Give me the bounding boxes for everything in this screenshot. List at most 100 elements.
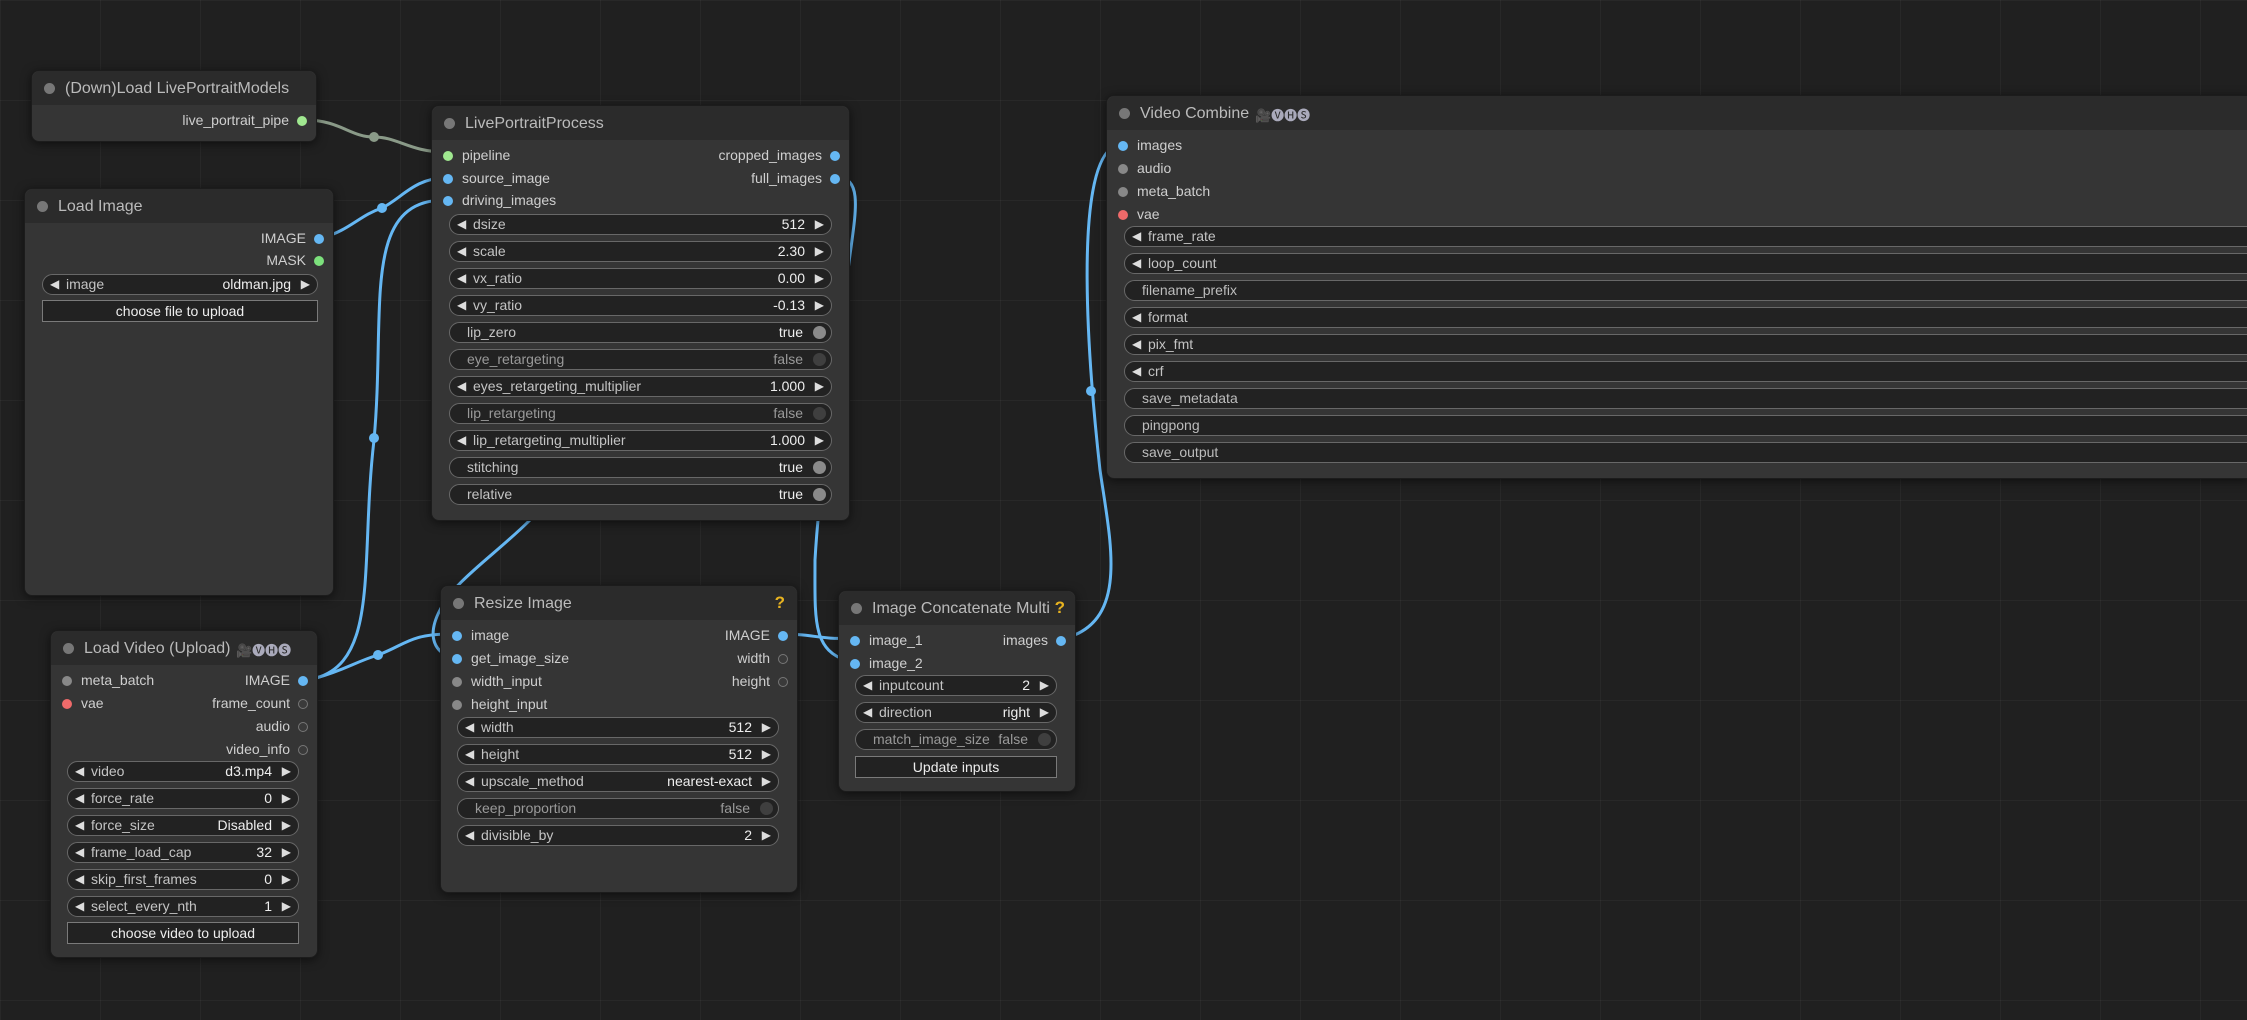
slot-dot-icon[interactable]	[778, 631, 788, 641]
arrow-left-icon[interactable]: ◀	[50, 277, 60, 291]
slot-dot-icon[interactable]	[778, 677, 788, 687]
collapse-dot-icon[interactable]	[37, 201, 48, 212]
arrow-right-icon[interactable]: ▶	[814, 298, 824, 312]
arrow-left-icon[interactable]: ◀	[1132, 256, 1142, 270]
arrow-right-icon[interactable]: ▶	[761, 828, 771, 842]
node-title-bar[interactable]: Load Image	[25, 189, 333, 223]
toggle-keep-proportion[interactable]: keep_proportion false	[457, 798, 779, 819]
slot-dot-icon[interactable]	[1118, 187, 1128, 197]
combo-force-size[interactable]: ◀ force_size Disabled ▶	[67, 815, 299, 836]
slot-dot-icon[interactable]	[298, 699, 308, 709]
slot-dot-icon[interactable]	[443, 174, 453, 184]
slot-dot-icon[interactable]	[830, 151, 840, 161]
node-download-liveportrait-models[interactable]: (Down)Load LivePortraitModels live_portr…	[31, 70, 317, 142]
arrow-left-icon[interactable]: ◀	[1132, 364, 1142, 378]
slot-dot-icon[interactable]	[298, 722, 308, 732]
collapse-dot-icon[interactable]	[63, 643, 74, 654]
collapse-dot-icon[interactable]	[851, 603, 862, 614]
number-select-every-nth[interactable]: ◀ select_every_nth 1 ▶	[67, 896, 299, 917]
arrow-left-icon[interactable]: ◀	[457, 298, 467, 312]
reroute-dot[interactable]	[369, 132, 379, 142]
number-loop-count[interactable]: ◀ loop_count	[1124, 253, 2247, 274]
slot-dot-icon[interactable]	[850, 636, 860, 646]
reroute-dot[interactable]	[373, 650, 383, 660]
toggle-knob-icon[interactable]	[760, 802, 773, 815]
combo-pix-fmt[interactable]: ◀ pix_fmt	[1124, 334, 2247, 355]
combo-video[interactable]: ◀ video d3.mp4 ▶	[67, 761, 299, 782]
slot-dot-icon[interactable]	[443, 196, 453, 206]
number-height[interactable]: ◀ height 512 ▶	[457, 744, 779, 765]
slot-dot-icon[interactable]	[1118, 210, 1128, 220]
arrow-left-icon[interactable]: ◀	[863, 678, 873, 692]
node-title-bar[interactable]: Image Concatenate Multi ?	[839, 591, 1075, 625]
slot-dot-icon[interactable]	[452, 677, 462, 687]
number-force-rate[interactable]: ◀ force_rate 0 ▶	[67, 788, 299, 809]
slot-dot-icon[interactable]	[1118, 141, 1128, 151]
reroute-dot[interactable]	[369, 433, 379, 443]
arrow-left-icon[interactable]: ◀	[75, 791, 85, 805]
slot-dot-icon[interactable]	[1056, 636, 1066, 646]
arrow-left-icon[interactable]: ◀	[75, 872, 85, 886]
arrow-right-icon[interactable]: ▶	[281, 791, 291, 805]
arrow-left-icon[interactable]: ◀	[75, 899, 85, 913]
node-title-bar[interactable]: Video Combine 🎥🅥🅗🅢	[1107, 96, 2247, 130]
slot-dot-icon[interactable]	[830, 174, 840, 184]
arrow-left-icon[interactable]: ◀	[465, 828, 475, 842]
help-icon[interactable]: ?	[774, 593, 785, 612]
number-width[interactable]: ◀ width 512 ▶	[457, 717, 779, 738]
reroute-dot[interactable]	[1086, 386, 1096, 396]
collapse-dot-icon[interactable]	[453, 598, 464, 609]
toggle-knob-icon[interactable]	[813, 461, 826, 474]
arrow-left-icon[interactable]: ◀	[75, 845, 85, 859]
toggle-relative[interactable]: relative true	[449, 484, 832, 505]
number-skip-first-frames[interactable]: ◀ skip_first_frames 0 ▶	[67, 869, 299, 890]
slot-dot-icon[interactable]	[850, 659, 860, 669]
arrow-left-icon[interactable]: ◀	[457, 271, 467, 285]
node-title-bar[interactable]: Load Video (Upload) 🎥🅥🅗🅢	[51, 631, 317, 665]
arrow-right-icon[interactable]: ▶	[814, 217, 824, 231]
node-resize-image[interactable]: Resize Image ? image get_image_size widt…	[440, 585, 798, 893]
node-load-video-upload[interactable]: Load Video (Upload) 🎥🅥🅗🅢 meta_batch vae …	[50, 630, 318, 958]
text-filename-prefix[interactable]: filename_prefix	[1124, 280, 2247, 301]
toggle-save-output[interactable]: save_output	[1124, 442, 2247, 463]
arrow-right-icon[interactable]: ▶	[1039, 678, 1049, 692]
number-lip-retargeting-multiplier[interactable]: ◀ lip_retargeting_multiplier 1.000 ▶	[449, 430, 832, 451]
number-scale[interactable]: ◀ scale 2.30 ▶	[449, 241, 832, 262]
arrow-left-icon[interactable]: ◀	[863, 705, 873, 719]
slot-dot-icon[interactable]	[452, 654, 462, 664]
arrow-left-icon[interactable]: ◀	[457, 433, 467, 447]
arrow-right-icon[interactable]: ▶	[761, 720, 771, 734]
collapse-dot-icon[interactable]	[1119, 108, 1130, 119]
arrow-right-icon[interactable]: ▶	[281, 845, 291, 859]
slot-dot-icon[interactable]	[298, 676, 308, 686]
arrow-right-icon[interactable]: ▶	[761, 747, 771, 761]
node-image-concatenate-multi[interactable]: Image Concatenate Multi ? image_1 image_…	[838, 590, 1076, 792]
slot-dot-icon[interactable]	[452, 631, 462, 641]
collapse-dot-icon[interactable]	[444, 118, 455, 129]
update-inputs-button[interactable]: Update inputs	[855, 756, 1057, 778]
slot-dot-icon[interactable]	[62, 676, 72, 686]
toggle-knob-icon[interactable]	[1038, 733, 1051, 746]
number-frame-load-cap[interactable]: ◀ frame_load_cap 32 ▶	[67, 842, 299, 863]
arrow-left-icon[interactable]: ◀	[1132, 337, 1142, 351]
combo-format[interactable]: ◀ format	[1124, 307, 2247, 328]
toggle-knob-icon[interactable]	[813, 407, 826, 420]
toggle-save-metadata[interactable]: save_metadata	[1124, 388, 2247, 409]
slot-dot-icon[interactable]	[314, 256, 324, 266]
node-title-bar[interactable]: Resize Image ?	[441, 586, 797, 620]
toggle-knob-icon[interactable]	[813, 488, 826, 501]
node-load-image[interactable]: Load Image IMAGE MASK ◀ image oldman.jpg…	[24, 188, 334, 596]
arrow-right-icon[interactable]: ▶	[761, 774, 771, 788]
toggle-knob-icon[interactable]	[813, 353, 826, 366]
toggle-stitching[interactable]: stitching true	[449, 457, 832, 478]
arrow-left-icon[interactable]: ◀	[465, 774, 475, 788]
toggle-eye-retargeting[interactable]: eye_retargeting false	[449, 349, 832, 370]
choose-file-button[interactable]: choose file to upload	[42, 300, 318, 322]
arrow-left-icon[interactable]: ◀	[457, 244, 467, 258]
arrow-right-icon[interactable]: ▶	[300, 277, 310, 291]
arrow-left-icon[interactable]: ◀	[465, 747, 475, 761]
number-divisible-by[interactable]: ◀ divisible_by 2 ▶	[457, 825, 779, 846]
arrow-right-icon[interactable]: ▶	[281, 899, 291, 913]
slot-dot-icon[interactable]	[1118, 164, 1128, 174]
number-inputcount[interactable]: ◀ inputcount 2 ▶	[855, 675, 1057, 696]
